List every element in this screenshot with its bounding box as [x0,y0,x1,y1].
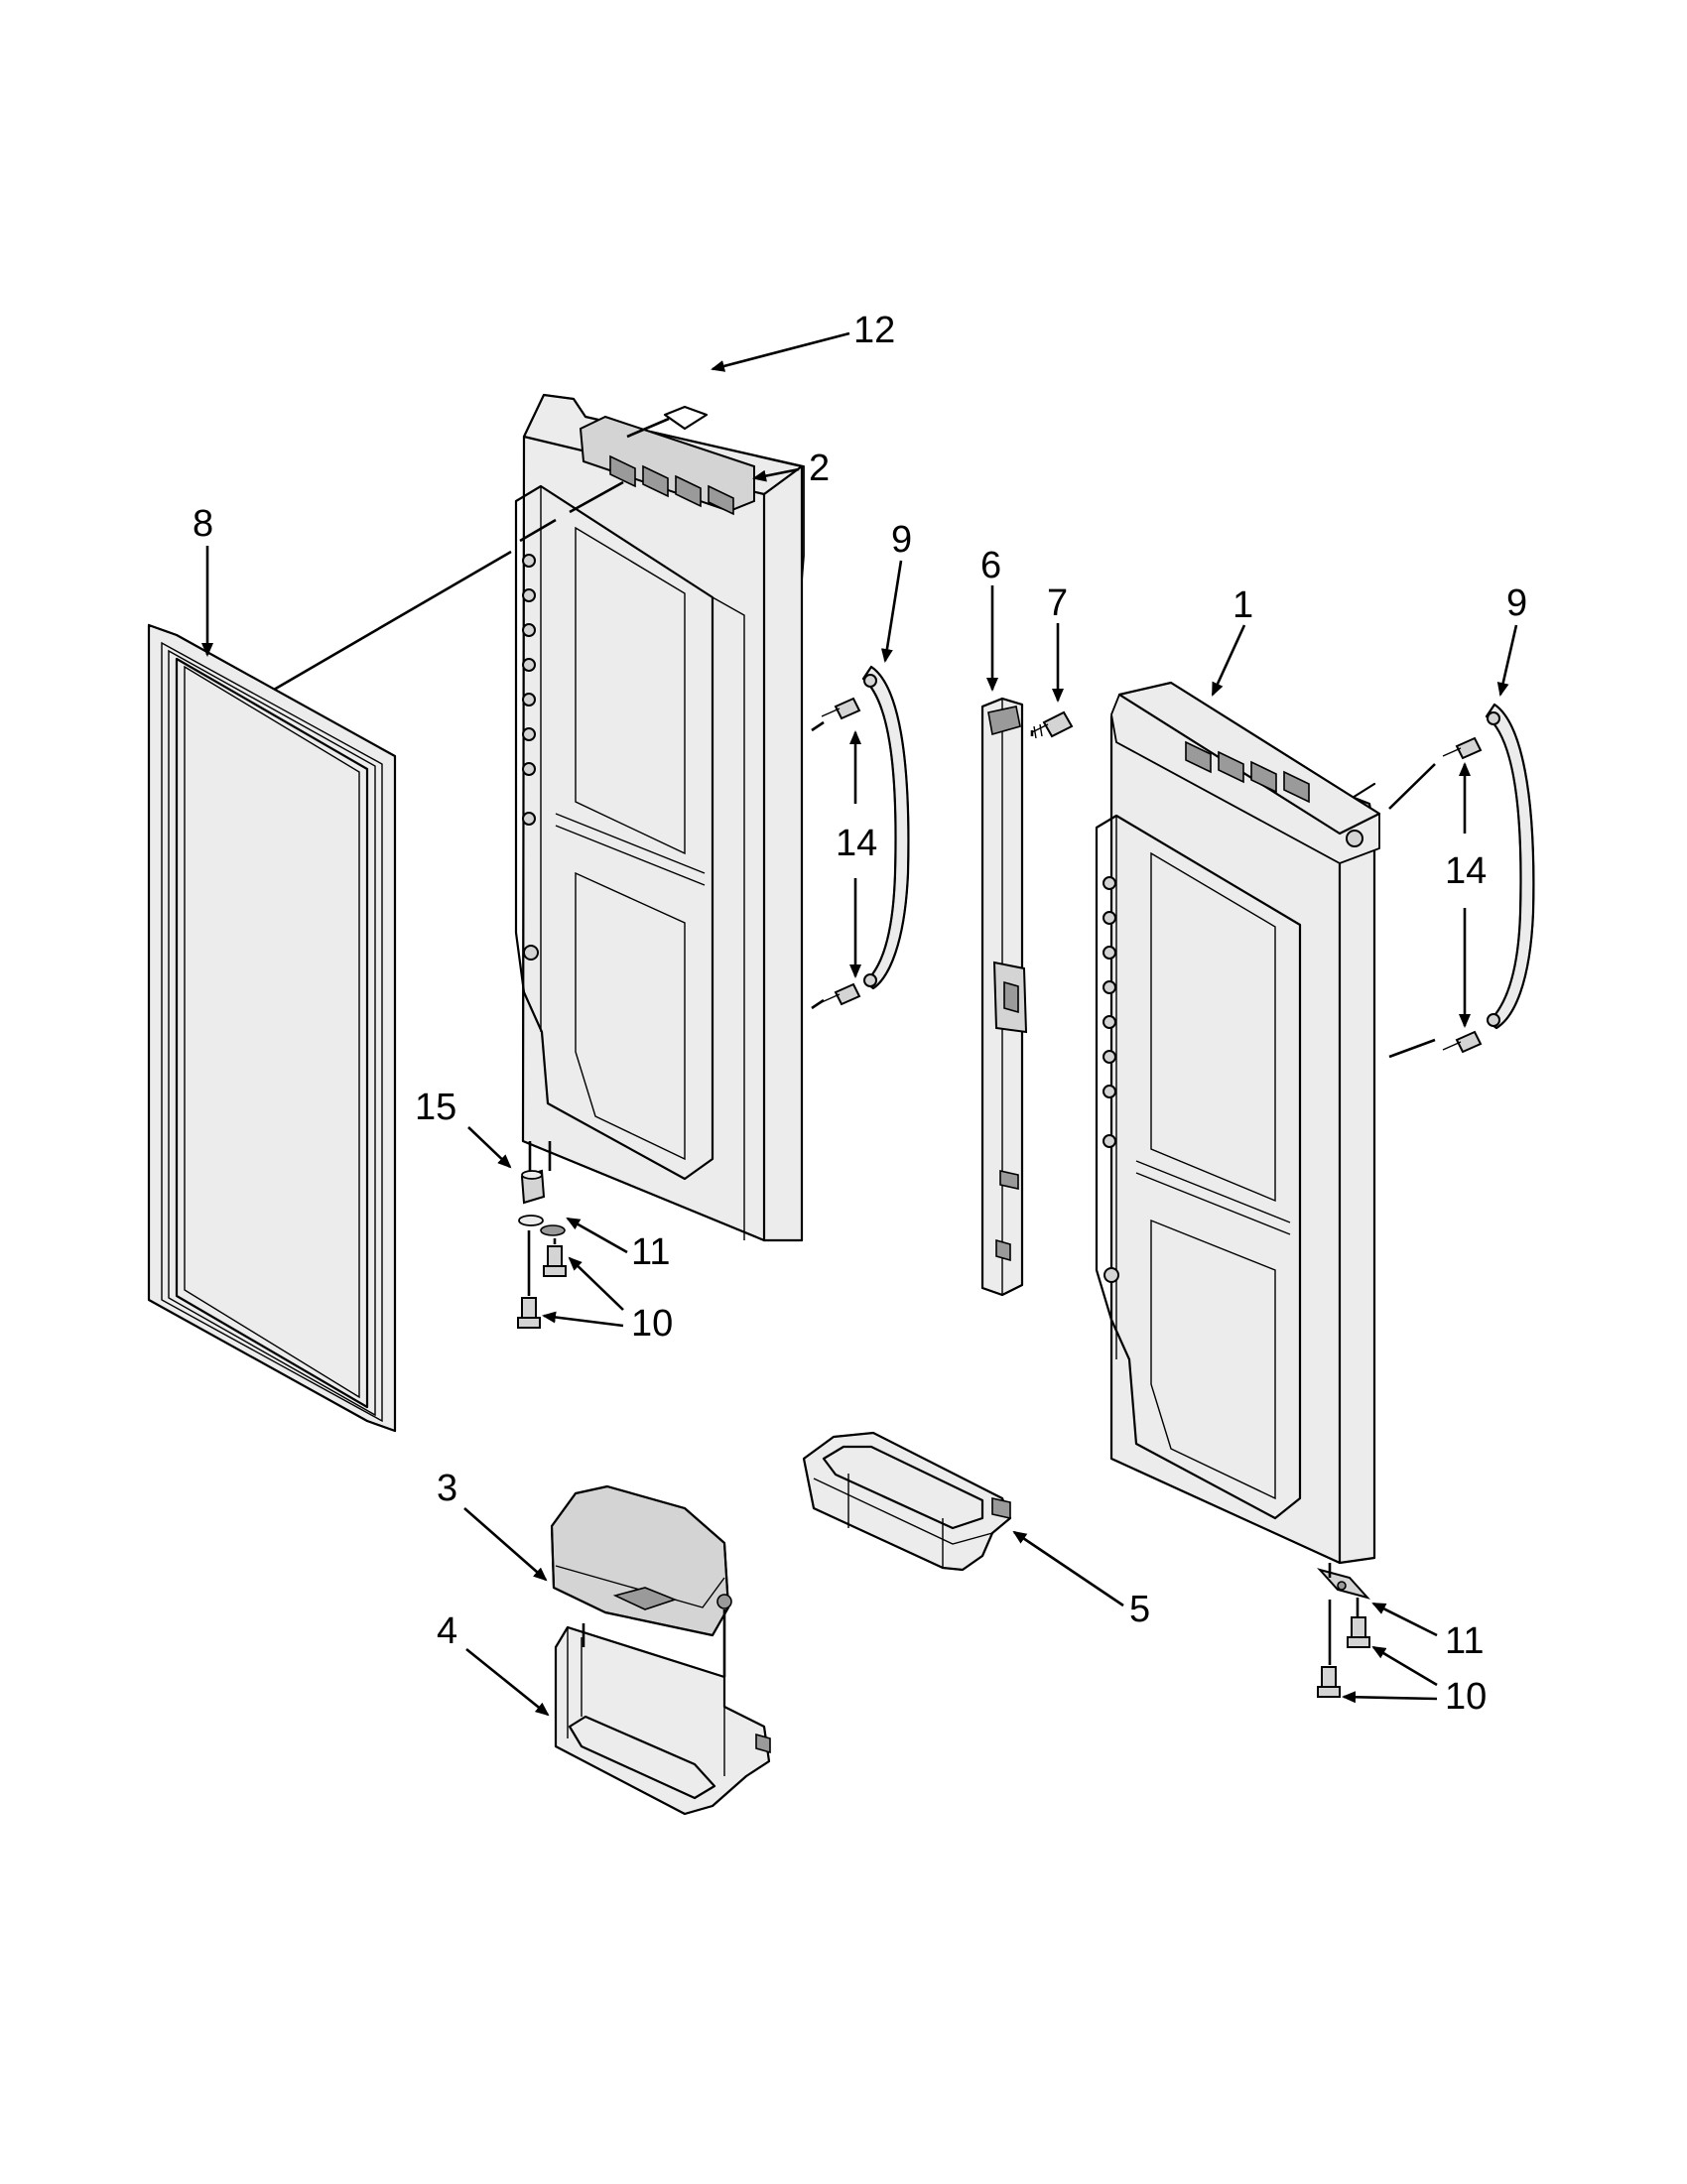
hinge-screw-10-left-part[interactable] [517,1245,567,1329]
callout-labels: 12 2 8 9 6 7 1 9 14 14 15 11 10 3 4 5 11… [193,310,1527,1718]
handle-screw-14-left-part[interactable] [821,697,861,1006]
left-door-part[interactable] [514,393,805,1242]
right-door-part[interactable] [1095,681,1381,1565]
callout-9-right: 9 [1506,582,1527,624]
hinge-spacer-11-left-part[interactable] [518,1215,566,1236]
callout-9-left: 9 [891,519,912,561]
center-mullion-part[interactable] [980,697,1028,1297]
callout-2: 2 [809,448,830,489]
door-bin-5-part[interactable] [802,1431,1012,1572]
callout-1: 1 [1233,584,1253,626]
callout-5: 5 [1129,1589,1150,1630]
dairy-bin-cover-part[interactable] [550,1484,732,1637]
assembly-lines [273,417,1436,1677]
door-bin-4-part[interactable] [554,1625,771,1816]
callout-11-right: 11 [1445,1620,1484,1662]
callout-12: 12 [853,310,895,351]
callout-6: 6 [980,545,1001,586]
callout-15: 15 [415,1087,456,1128]
callout-3: 3 [437,1468,457,1509]
left-door-handle-part[interactable] [861,665,910,990]
callout-4: 4 [437,1610,457,1652]
right-door-handle-part[interactable] [1485,703,1535,1030]
callout-14-left: 14 [836,823,877,864]
screw-7-part[interactable] [1031,710,1074,739]
callout-8: 8 [193,503,213,545]
callout-10-right: 10 [1445,1676,1487,1718]
door-gasket-part[interactable] [147,623,397,1433]
handle-screw-14-right-part[interactable] [1442,736,1483,1054]
callout-14-right: 14 [1445,850,1487,892]
leader-arrows [201,331,1518,1717]
callout-7: 7 [1047,582,1068,624]
hinge-bushing-15-part[interactable] [520,1169,546,1205]
hinge-screw-10-right-part[interactable] [1317,1616,1370,1698]
cap-12-part[interactable] [663,405,709,431]
callout-10-left: 10 [631,1303,673,1345]
callout-11-left: 11 [631,1231,670,1273]
hinge-spacer-11-right-part[interactable] [1317,1568,1370,1600]
